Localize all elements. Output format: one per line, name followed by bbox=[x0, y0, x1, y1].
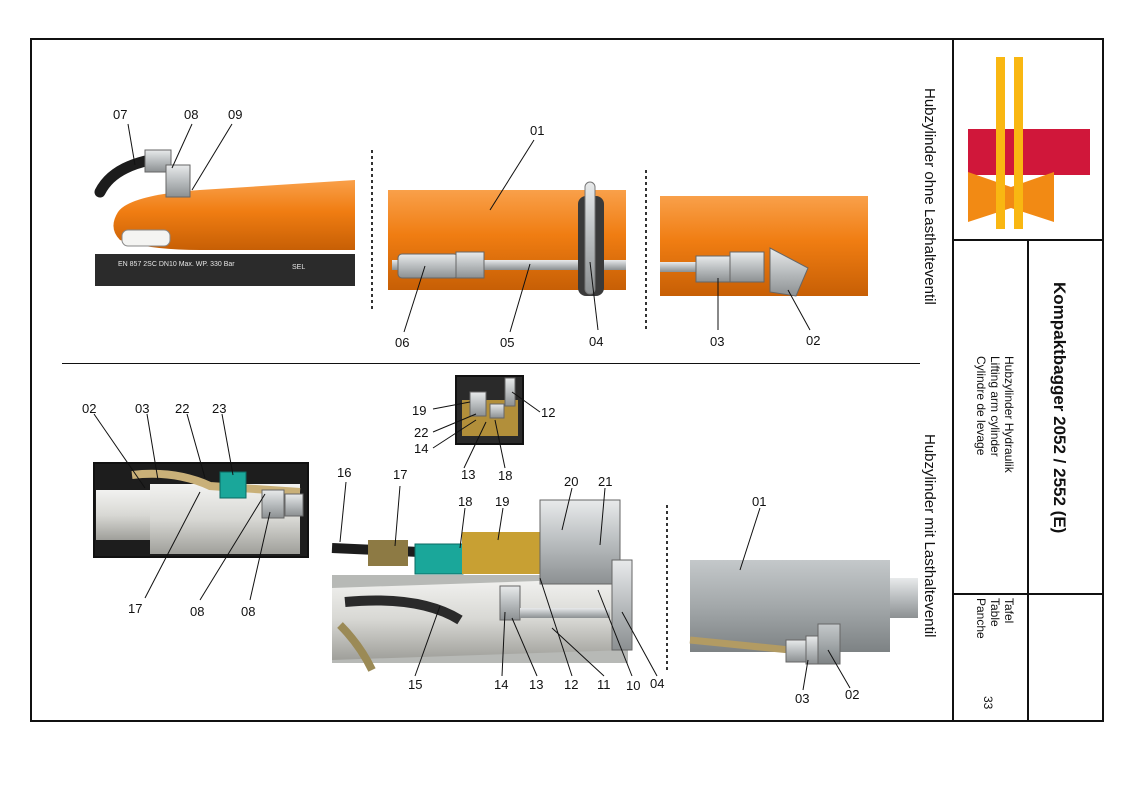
callout-inset-18: 18 bbox=[498, 468, 513, 483]
sheet-number: 33 bbox=[981, 696, 995, 710]
description-de: Hubzylinder Hydraulik bbox=[1002, 356, 1016, 473]
callout-top-04: 04 bbox=[589, 334, 604, 349]
callout-top-07: 07 bbox=[113, 107, 128, 122]
callout-bm-21: 21 bbox=[598, 474, 613, 489]
hose-brand: SEL bbox=[292, 264, 305, 271]
callout-br-03: 03 bbox=[795, 691, 810, 706]
callout-bm-13: 13 bbox=[529, 677, 544, 692]
callout-inset-12: 12 bbox=[541, 405, 556, 420]
section-divider bbox=[62, 363, 920, 364]
title-column-divider bbox=[1027, 239, 1029, 722]
bottom-inset-photo bbox=[455, 375, 524, 445]
callout-top-08: 08 bbox=[184, 107, 199, 122]
callout-top-03: 03 bbox=[710, 334, 725, 349]
callout-bm-11: 11 bbox=[597, 677, 611, 692]
bottom-left-photo bbox=[93, 462, 309, 558]
callout-bl-08a: 08 bbox=[190, 604, 205, 619]
bottom-right-photo bbox=[689, 560, 918, 665]
leader-lines bbox=[93, 123, 851, 691]
callout-inset-13: 13 bbox=[461, 467, 476, 482]
callout-top-09: 09 bbox=[228, 107, 243, 122]
parts-drawing: EN 857 2SC DN10 Max. WP. 330 Bar SEL bbox=[93, 123, 918, 691]
callout-bm-17: 17 bbox=[393, 467, 408, 482]
callout-bm-12: 12 bbox=[564, 677, 579, 692]
callout-bl-02: 02 bbox=[82, 401, 97, 416]
drawing-sheet bbox=[30, 38, 1104, 722]
callout-bm-16: 16 bbox=[337, 465, 352, 480]
callout-bl-17: 17 bbox=[128, 601, 143, 616]
sheet-label-fr: Panche bbox=[974, 598, 988, 639]
top-photo-cylinder-head: EN 857 2SC DN10 Max. WP. 330 Bar SEL bbox=[94, 149, 355, 286]
callout-inset-22: 22 bbox=[414, 425, 429, 440]
top-photo-cylinder-base bbox=[660, 196, 868, 297]
callout-bl-22: 22 bbox=[175, 401, 190, 416]
callout-top-01: 01 bbox=[530, 123, 545, 138]
callout-bm-20: 20 bbox=[564, 474, 579, 489]
callout-top-05: 05 bbox=[500, 335, 515, 350]
top-photo-cylinder-body bbox=[388, 181, 626, 296]
product-title: Kompaktbagger 2052 / 2552 (E) bbox=[1050, 282, 1069, 534]
callout-bm-14: 14 bbox=[494, 677, 509, 692]
callout-bl-08b: 08 bbox=[241, 604, 256, 619]
callout-inset-14: 14 bbox=[414, 441, 429, 456]
description-fr: Cylindre de levage bbox=[974, 356, 988, 456]
callout-bm-18: 18 bbox=[458, 494, 473, 509]
callout-top-06: 06 bbox=[395, 335, 410, 350]
callout-bm-04: 04 bbox=[650, 676, 665, 691]
hose-print: EN 857 2SC DN10 Max. WP. 330 Bar bbox=[118, 261, 235, 268]
callout-bl-03: 03 bbox=[135, 401, 150, 416]
sheet-number-divider bbox=[952, 593, 1104, 595]
callout-top-02: 02 bbox=[806, 333, 821, 348]
break-markers bbox=[371, 150, 668, 670]
description-en: Lifting arm cylinder bbox=[988, 356, 1002, 457]
callout-bm-15: 15 bbox=[408, 677, 423, 692]
callout-br-01: 01 bbox=[752, 494, 767, 509]
bottom-mid-photo bbox=[331, 499, 633, 672]
sheet-label-de: Tafel bbox=[1002, 598, 1016, 624]
callout-bm-19: 19 bbox=[495, 494, 510, 509]
sheet-label-en: Table bbox=[988, 598, 1002, 627]
callout-br-02: 02 bbox=[845, 687, 860, 702]
callout-inset-19: 19 bbox=[412, 403, 427, 418]
callout-bm-10: 10 bbox=[626, 678, 641, 693]
callout-bl-23: 23 bbox=[212, 401, 227, 416]
title-block-divider bbox=[952, 38, 954, 722]
